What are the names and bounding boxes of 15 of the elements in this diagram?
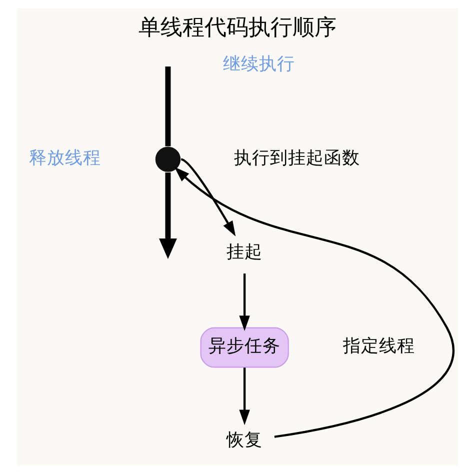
arrow <box>158 172 176 260</box>
label: 继续执行 <box>222 54 294 74</box>
node-circle <box>154 146 180 172</box>
node-box: 异步任务 <box>200 327 288 368</box>
node-label: 执行到挂起函数 <box>234 148 360 168</box>
arrow <box>238 274 250 332</box>
arrow <box>180 158 236 236</box>
arrow <box>174 166 454 438</box>
node-text: 挂起 <box>226 242 262 263</box>
diagram-title: 单线程代码执行顺序 <box>138 16 336 41</box>
node-label: 指定线程 <box>342 336 415 357</box>
arrow <box>238 368 250 426</box>
connector <box>164 66 170 146</box>
node-text: 恢复 <box>226 430 262 451</box>
label: 释放线程 <box>28 148 101 168</box>
